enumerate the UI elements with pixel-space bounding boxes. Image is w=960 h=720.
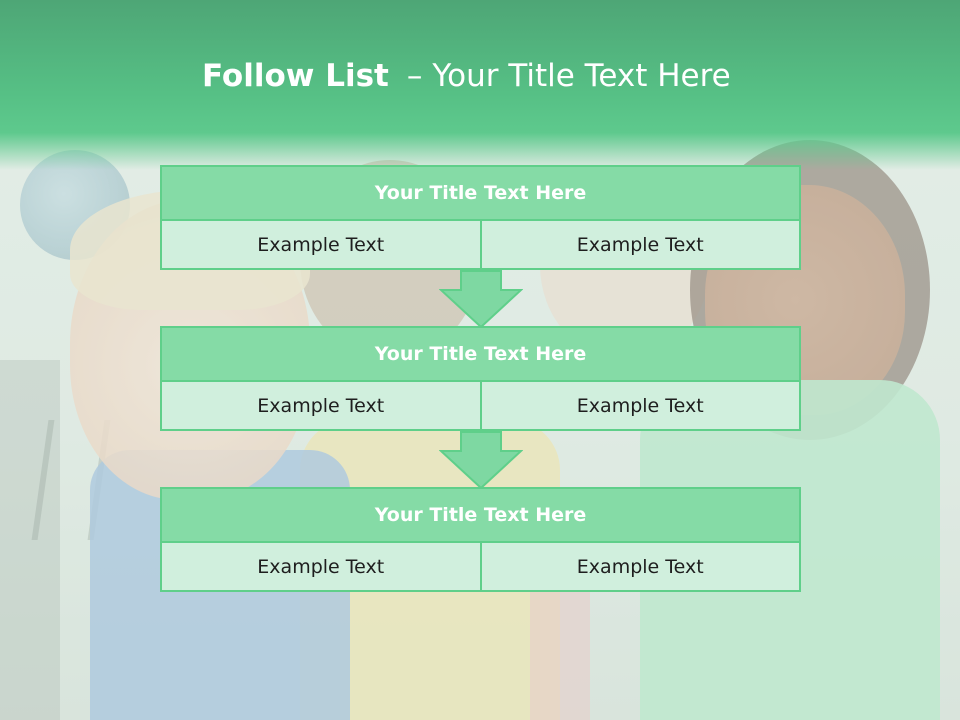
down-arrow-icon — [439, 270, 523, 328]
list-block-1: Your Title Text Here Example Text Exampl… — [160, 165, 801, 270]
slide-title: Follow List–Your Title Text Here — [0, 54, 960, 98]
list-block-3: Your Title Text Here Example Text Exampl… — [160, 487, 801, 592]
block-cell-right: Example Text — [481, 543, 801, 592]
header-band — [0, 0, 960, 170]
block-title: Your Title Text Here — [160, 326, 801, 382]
block-title: Your Title Text Here — [160, 487, 801, 543]
block-title: Your Title Text Here — [160, 165, 801, 221]
block-row: Example Text Example Text — [160, 543, 801, 592]
slide-title-rest: Your Title Text Here — [432, 58, 731, 94]
list-block-2: Your Title Text Here Example Text Exampl… — [160, 326, 801, 431]
block-cell-left: Example Text — [160, 382, 482, 431]
board-decoration — [0, 360, 60, 720]
block-cell-left: Example Text — [160, 543, 482, 592]
slide-title-bold: Follow List — [202, 58, 389, 94]
slide-title-separator: – — [406, 58, 423, 94]
block-row: Example Text Example Text — [160, 221, 801, 270]
block-row: Example Text Example Text — [160, 382, 801, 431]
block-cell-right: Example Text — [481, 382, 801, 431]
down-arrow-icon — [439, 431, 523, 489]
block-cell-right: Example Text — [481, 221, 801, 270]
block-cell-left: Example Text — [160, 221, 482, 270]
